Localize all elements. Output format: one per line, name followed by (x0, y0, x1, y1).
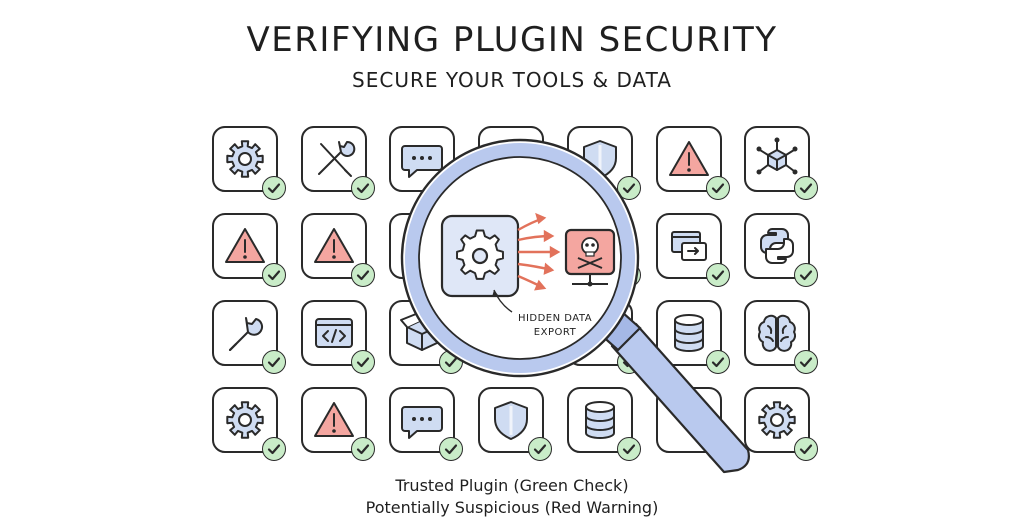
green-check-icon (706, 263, 730, 287)
brain-icon (757, 314, 797, 352)
plugin-tile[interactable] (212, 126, 286, 200)
green-check-icon (262, 263, 286, 287)
malicious-server-icon (564, 228, 616, 287)
green-check-icon (262, 350, 286, 374)
green-check-icon (528, 437, 552, 461)
code-window-icon (315, 318, 353, 348)
chat-bubble-icon (401, 145, 443, 178)
plugin-tile[interactable] (567, 387, 641, 461)
green-check-icon (794, 176, 818, 200)
green-check-icon (351, 437, 375, 461)
python-logo-icon (760, 228, 794, 264)
green-check-icon (706, 350, 730, 374)
warning-icon (314, 402, 354, 437)
legend-suspicious: Potentially Suspicious (Red Warning) (365, 498, 659, 517)
plugin-tile[interactable] (212, 213, 286, 287)
plugin-tile[interactable] (744, 387, 818, 461)
gear-icon (226, 140, 264, 178)
plugin-tile[interactable] (301, 300, 375, 374)
green-check-icon (794, 437, 818, 461)
wrench-icon (229, 317, 263, 351)
green-check-icon (706, 176, 730, 200)
green-check-icon (351, 176, 375, 200)
database-icon (674, 314, 704, 352)
shield-icon (494, 401, 528, 440)
green-check-icon (439, 437, 463, 461)
plugin-tile[interactable] (301, 213, 375, 287)
plugin-tile[interactable] (656, 213, 730, 287)
plugin-tile[interactable] (212, 387, 286, 461)
plugin-tile[interactable] (301, 387, 375, 461)
green-check-icon (617, 437, 641, 461)
page-subtitle: SECURE YOUR TOOLS & DATA (352, 68, 672, 92)
hidden-data-export-label: HIDDEN DATA EXPORT (517, 313, 593, 338)
database-icon (585, 401, 615, 439)
window-sync-icon (671, 231, 707, 261)
magnifier-handle (598, 310, 750, 474)
gear-icon (758, 401, 796, 439)
green-check-icon (351, 263, 375, 287)
plugin-tile[interactable] (744, 213, 818, 287)
warning-icon (225, 228, 265, 263)
plugin-tile[interactable] (744, 300, 818, 374)
green-check-icon (794, 350, 818, 374)
network-cube-icon (756, 137, 798, 175)
warning-icon (314, 228, 354, 263)
plugin-tile[interactable] (389, 387, 463, 461)
plugin-tile[interactable] (478, 387, 552, 461)
wrench-screwdriver-icon (318, 140, 356, 177)
green-check-icon (794, 263, 818, 287)
warning-icon (669, 141, 709, 176)
magnified-gear-icon (456, 229, 504, 280)
legend-trusted: Trusted Plugin (Green Check) (395, 476, 629, 495)
plugin-tile[interactable] (656, 126, 730, 200)
page-title: VERIFYING PLUGIN SECURITY (246, 20, 778, 60)
green-check-icon (262, 437, 286, 461)
plugin-tile[interactable] (656, 300, 730, 374)
gear-icon (226, 401, 264, 439)
chat-bubble-icon (401, 406, 443, 439)
green-check-icon (262, 176, 286, 200)
plugin-tile[interactable] (212, 300, 286, 374)
data-export-arrows (517, 212, 561, 291)
plugin-tile[interactable] (301, 126, 375, 200)
green-check-icon (351, 350, 375, 374)
plugin-tile[interactable] (744, 126, 818, 200)
